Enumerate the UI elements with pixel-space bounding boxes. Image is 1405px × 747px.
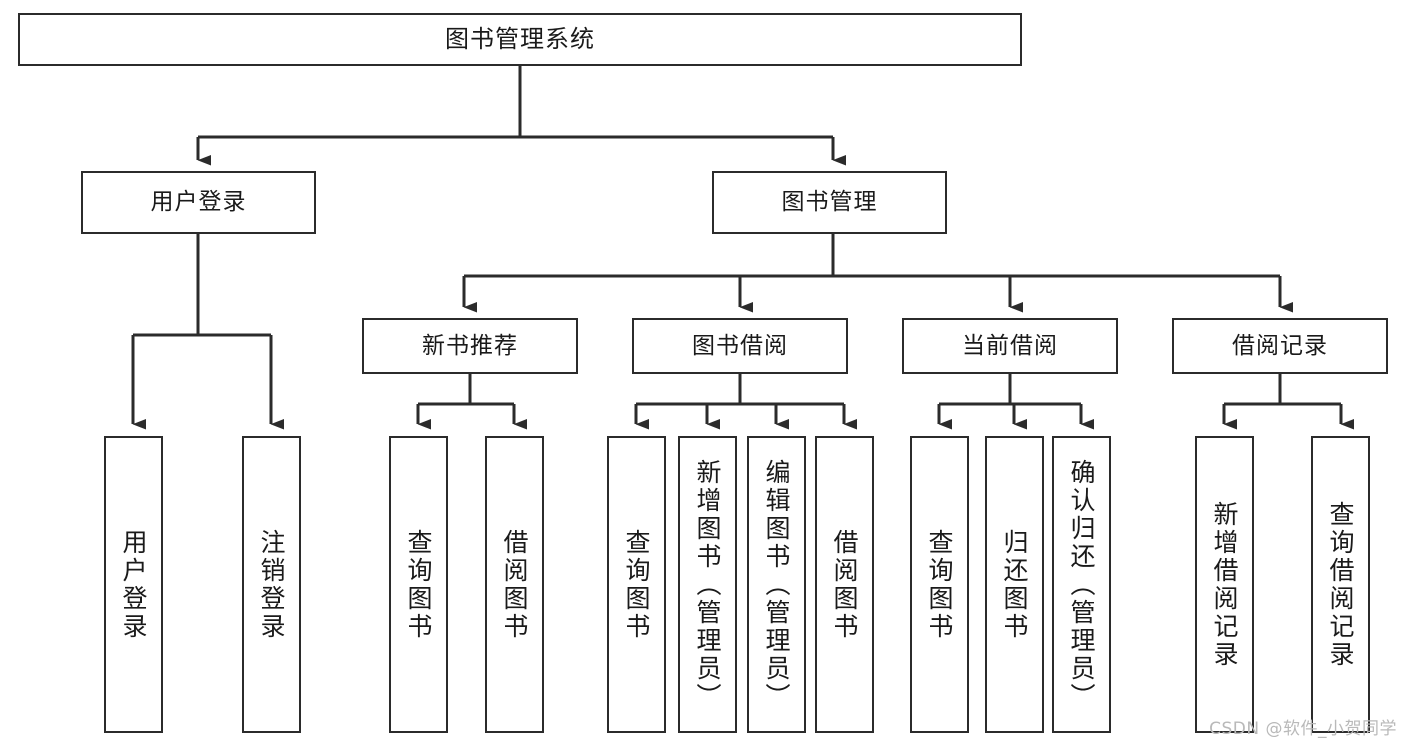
node-borrow-record[interactable]: 借阅记录 (1172, 318, 1388, 374)
node-book-management[interactable]: 图书管理 (712, 171, 947, 234)
node-user-login[interactable]: 用户登录 (81, 171, 316, 234)
node-label: 编辑图书（管理员） (762, 458, 791, 711)
node-label: 确认归还（管理员） (1067, 458, 1096, 711)
leaf-query-book-current[interactable]: 查询图书 (910, 436, 969, 733)
node-label: 图书借阅 (692, 332, 788, 359)
leaf-query-book-borrow[interactable]: 查询图书 (607, 436, 666, 733)
node-label: 查询图书 (404, 528, 433, 641)
leaf-edit-book-admin[interactable]: 编辑图书（管理员） (747, 436, 806, 733)
node-label: 借阅图书 (830, 528, 859, 641)
leaf-query-borrow-record[interactable]: 查询借阅记录 (1311, 436, 1370, 733)
node-label: 归还图书 (1000, 528, 1029, 641)
node-label: 当前借阅 (962, 332, 1058, 359)
node-label: 图书管理系统 (445, 24, 595, 53)
leaf-user-login[interactable]: 用户登录 (104, 436, 163, 733)
leaf-borrow-book[interactable]: 借阅图书 (815, 436, 874, 733)
node-root-system[interactable]: 图书管理系统 (18, 13, 1022, 66)
node-label: 图书管理 (781, 189, 878, 216)
node-label: 注销登录 (257, 528, 286, 641)
node-label: 查询借阅记录 (1326, 500, 1355, 669)
node-label: 新增借阅记录 (1210, 500, 1239, 669)
node-label: 查询图书 (925, 528, 954, 641)
leaf-confirm-return-admin[interactable]: 确认归还（管理员） (1052, 436, 1111, 733)
leaf-add-borrow-record[interactable]: 新增借阅记录 (1195, 436, 1254, 733)
node-book-borrow[interactable]: 图书借阅 (632, 318, 848, 374)
node-label: 新书推荐 (422, 332, 518, 359)
leaf-query-book-newbook[interactable]: 查询图书 (389, 436, 448, 733)
node-label: 查询图书 (622, 528, 651, 641)
leaf-add-book-admin[interactable]: 新增图书（管理员） (678, 436, 737, 733)
leaf-borrow-book-newbook[interactable]: 借阅图书 (485, 436, 544, 733)
node-new-book-recommend[interactable]: 新书推荐 (362, 318, 578, 374)
leaf-return-book[interactable]: 归还图书 (985, 436, 1044, 733)
node-label: 用户登录 (150, 189, 247, 216)
node-current-borrow[interactable]: 当前借阅 (902, 318, 1118, 374)
node-label: 借阅图书 (500, 528, 529, 641)
csdn-watermark: CSDN @软件_小贺同学 (1209, 719, 1397, 739)
node-label: 新增图书（管理员） (693, 458, 722, 711)
node-label: 借阅记录 (1232, 332, 1328, 359)
leaf-logout[interactable]: 注销登录 (242, 436, 301, 733)
node-label: 用户登录 (119, 528, 148, 641)
